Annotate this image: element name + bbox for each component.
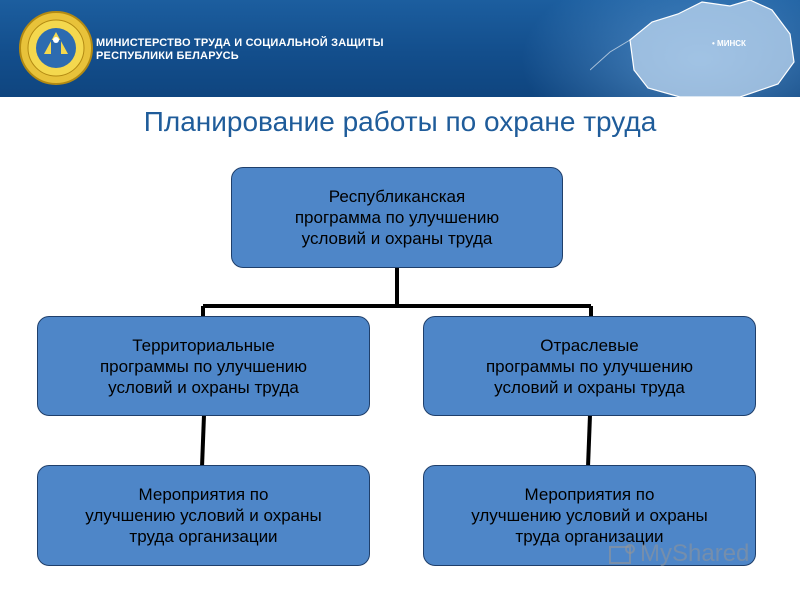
ministry-emblem-icon	[19, 11, 93, 85]
node-sector-programs: Отраслевые программы по улучшению услови…	[423, 316, 756, 416]
node-territorial-programs: Территориальные программы по улучшению у…	[37, 316, 370, 416]
node-right-child-line-1: Мероприятия по	[524, 485, 655, 504]
node-left-line-3: условий и охраны труда	[108, 377, 299, 397]
node-right-measures: Мероприятия по улучшению условий и охран…	[423, 465, 756, 566]
node-left-child-line-1: Мероприятия по	[138, 485, 269, 504]
node-right-line-1: Отраслевые	[540, 335, 639, 355]
node-root-line-2: программа по улучшению	[294, 208, 500, 227]
belarus-map-icon: • МИНСК	[590, 0, 795, 97]
node-right-child-line-3: труда организации	[515, 527, 664, 546]
watermark-text: MyShared	[640, 540, 750, 567]
node-republican-program: Республиканская программа по улучшению у…	[231, 167, 563, 268]
node-left-line-1: Территориальные	[132, 335, 275, 355]
node-root-line-3: условий и охраны труда	[301, 229, 493, 248]
node-right-child-line-2: улучшению условий и охраны	[471, 506, 708, 525]
node-right-line-3: условий и охраны труда	[494, 377, 685, 397]
node-left-child-line-3: труда организации	[129, 527, 278, 546]
map-label: • МИНСК	[712, 39, 746, 48]
connector-left-child	[200, 414, 206, 468]
watermark: MyShared	[608, 540, 749, 569]
node-root-line-1: Республиканская	[328, 187, 466, 206]
ministry-line-2: РЕСПУБЛИКИ БЕЛАРУСЬ	[96, 50, 239, 62]
slide-title: Планирование работы по охране труда	[143, 106, 657, 137]
node-left-line-2: программы по улучшению	[99, 356, 308, 376]
ministry-line-1: МИНИСТЕРСТВО ТРУДА И СОЦИАЛЬНОЙ ЗАЩИТЫ	[96, 37, 384, 49]
watermark-logo-icon	[609, 543, 635, 564]
node-left-child-line-2: улучшению условий и охраны	[85, 506, 322, 525]
connector-right-child	[586, 414, 592, 468]
ministry-name: МИНИСТЕРСТВО ТРУДА И СОЦИАЛЬНОЙ ЗАЩИТЫ Р…	[96, 37, 384, 63]
node-right-line-2: программы по улучшению	[485, 356, 694, 376]
node-left-measures: Мероприятия по улучшению условий и охран…	[37, 465, 370, 566]
header-banner: МИНИСТЕРСТВО ТРУДА И СОЦИАЛЬНОЙ ЗАЩИТЫ Р…	[0, 0, 800, 97]
